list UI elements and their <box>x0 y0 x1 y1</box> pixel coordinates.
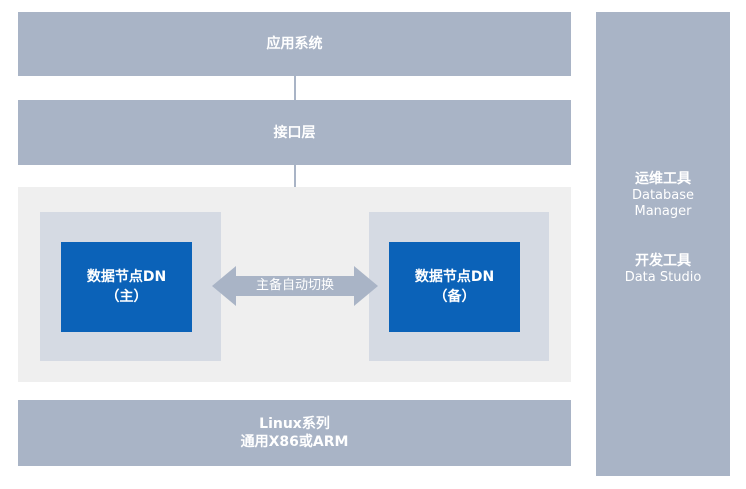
primary-node-role: （主） <box>105 289 148 305</box>
switchover-label: 主备自动切换 <box>255 278 334 293</box>
ops-tool-title: 运维工具 <box>635 171 691 187</box>
application-layer: 应用系统 <box>18 12 571 76</box>
ops-tool-name-line1: Database <box>631 188 695 203</box>
interface-layer: 接口层 <box>18 100 571 165</box>
ops-tool-name-line2: Manager <box>634 204 692 219</box>
double-arrow-icon <box>212 266 378 306</box>
os-layer-line2: 通用X86或ARM <box>240 434 349 450</box>
dev-tool-name: Data Studio <box>624 270 702 285</box>
dev-tool-title: 开发工具 <box>635 253 691 269</box>
connector-line <box>294 76 296 100</box>
connector-line <box>294 165 296 187</box>
standby-node-role: （备） <box>433 289 476 305</box>
os-layer: Linux系列 通用X86或ARM <box>18 400 571 466</box>
primary-data-node: 数据节点DN （主） <box>61 242 192 332</box>
standby-data-node: 数据节点DN （备） <box>389 242 520 332</box>
interface-layer-label: 接口层 <box>273 124 316 141</box>
application-layer-label: 应用系统 <box>266 36 323 52</box>
tools-panel: 运维工具 Database Manager 开发工具 Data Studio <box>596 12 730 476</box>
os-layer-line1: Linux系列 <box>259 416 330 432</box>
primary-node-title: 数据节点DN <box>86 269 167 285</box>
standby-node-title: 数据节点DN <box>414 269 495 285</box>
